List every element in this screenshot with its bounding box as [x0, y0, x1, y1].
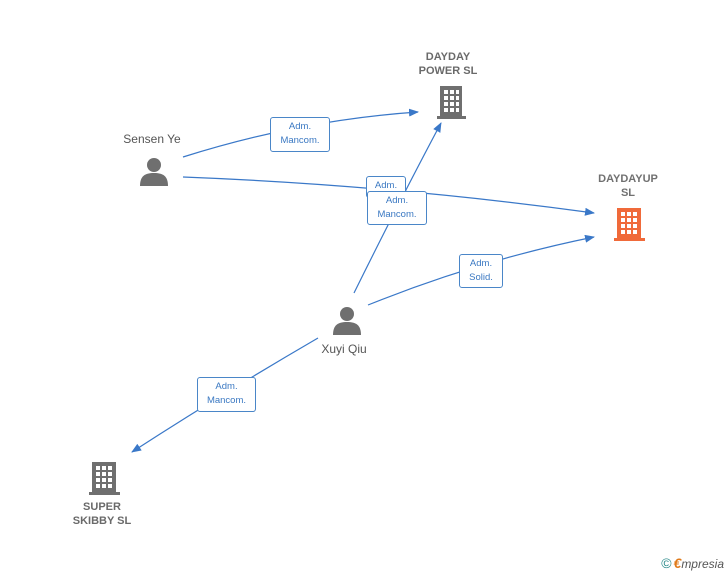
building-icon[interactable]: [614, 206, 646, 242]
role-badge-line2: Mancom.: [280, 135, 320, 146]
person-icon[interactable]: [332, 306, 362, 336]
role-badge-line1: Adm.: [215, 381, 238, 392]
role-badge-line1: Adm.: [288, 121, 312, 132]
role-badge[interactable]: Adm. Mancom.: [367, 191, 427, 225]
node-label-dayday-power: DAYDAY POWER SL: [418, 51, 478, 77]
node-label-daydayup: DAYDAYUP SL: [598, 173, 658, 199]
role-badge[interactable]: Adm. Mancom.: [270, 117, 330, 152]
node-label-xuyi-qiu: Xuyi Qiu: [321, 342, 367, 356]
role-badge-line1: Adm.: [385, 195, 409, 206]
brand-name: mpresia: [681, 557, 724, 571]
role-badge[interactable]: Adm. Mancom.: [197, 377, 256, 412]
node-label-sensen-ye: Sensen Ye: [123, 132, 181, 146]
empresia-logo: ©€mpresia: [661, 555, 724, 571]
copyright-icon: ©: [661, 555, 672, 571]
node-label-super-skibby: SUPER SKIBBY SL: [72, 501, 132, 527]
role-badge-line2: Solid.: [469, 272, 493, 283]
building-icon[interactable]: [437, 84, 467, 120]
role-badge[interactable]: Adm. Solid.: [459, 254, 503, 288]
empresia-e-icon: €: [673, 555, 682, 571]
role-badge-line2: Mancom.: [206, 395, 247, 406]
person-icon[interactable]: [139, 157, 169, 187]
role-badge-line1: Adm.: [469, 258, 493, 269]
building-icon[interactable]: [89, 460, 121, 496]
role-badge-line1: Adm.: [374, 180, 398, 191]
role-badge-line2: Mancom.: [377, 209, 417, 220]
